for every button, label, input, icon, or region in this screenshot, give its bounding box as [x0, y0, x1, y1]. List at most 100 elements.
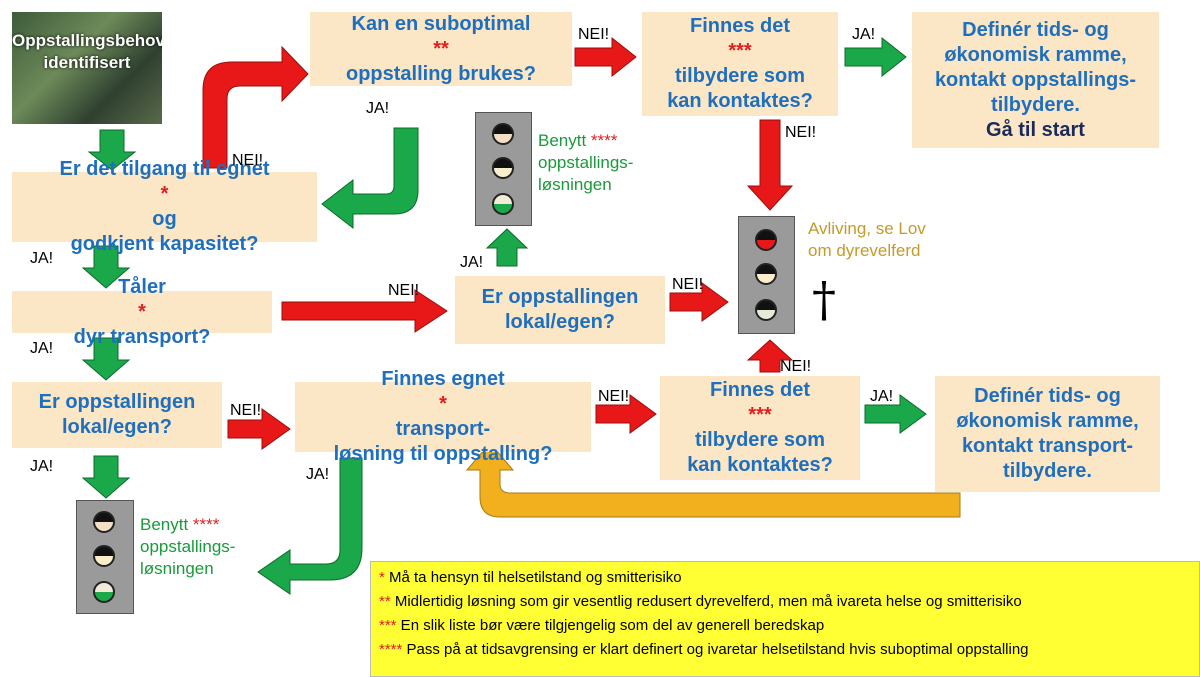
suboptimal-line1: Kan en suboptimal [351, 12, 531, 35]
label-nei-2: NEI! [578, 26, 610, 43]
transport-line1a: Finnes egnet [381, 368, 505, 390]
finnes-top-line2: tilbydere som [674, 65, 806, 87]
box-transport: Finnes egnet* transport- løsning til opp… [295, 368, 591, 465]
legend-row-4: **** Pass på at tidsavgrensing er klart … [379, 638, 1191, 662]
suboptimal-mark: ** [433, 37, 449, 60]
benytt-bot-line1: Benytt [140, 515, 193, 534]
arrow-nei-oppst-to-transport [227, 408, 291, 450]
benytt-top-mark: **** [590, 131, 618, 150]
arrow-ja-transport-to-benytt [257, 457, 363, 595]
arrow-ja-suboptimal-to-tilgang-body [321, 127, 419, 230]
arrow-nei-oppst-to-light [669, 282, 729, 322]
benytt-bot-line2: oppstallings- [140, 537, 236, 556]
legend-row-3: *** En slik liste bør være tilgjengelig … [379, 614, 1191, 638]
box-taler: Tåler* dyr transport? [12, 276, 272, 348]
definer-top-line3: kontakt oppstallings- [934, 68, 1137, 91]
legend-mark-3: *** [379, 617, 397, 634]
arrow-gold-return [465, 442, 961, 518]
traffic-light-center [738, 216, 795, 334]
arrow-nei-suboptimal-to-finnes [574, 36, 637, 78]
label-ja-6: JA! [870, 388, 894, 405]
note-benytt-bottom: Benytt **** oppstallings- løsningen [140, 514, 235, 580]
goto-start-text: Gå til start [986, 118, 1085, 141]
label-ja-1: JA! [366, 100, 390, 117]
arrow-start-down [87, 129, 137, 171]
traffic-light-bottom [76, 500, 134, 614]
finnes-bot-line3: kan kontaktes? [687, 454, 833, 476]
lamp-bottom-3-green [93, 581, 115, 603]
definer-bot-line4: tilbydere. [1003, 460, 1092, 482]
legend-text-3: En slik liste bør være tilgjengelig som … [396, 617, 825, 634]
arrow-ja-finnes-to-definer [844, 36, 907, 78]
lamp-center-1-red [755, 229, 777, 251]
legend-mark-4: **** [379, 641, 403, 658]
tilgang-mark: * [160, 183, 169, 205]
legend-mark-1: * [379, 569, 385, 586]
lamp-top-2 [492, 157, 514, 179]
arrow-nei-finnes-down [746, 119, 794, 211]
label-nei-1: NEI! [232, 152, 264, 169]
box-finnes-tilbydere-bottom: Finnes det *** tilbydere som kan kontakt… [660, 376, 860, 480]
definer-top-line2: økonomisk ramme, [944, 43, 1127, 66]
benytt-top-line3: løsningen [538, 175, 612, 194]
legend-text-1: Må ta hensyn til helsetilstand og smitte… [384, 569, 682, 586]
arrow-ja-oppst-left-down [81, 455, 131, 499]
legend-row-2: ** Midlertidig løsning som gir vesentlig… [379, 590, 1191, 614]
oppst-left-line2: lokal/egen? [61, 416, 173, 438]
arrow-nei-tilgang-to-suboptimal [202, 45, 309, 169]
label-nei-8: NEI! [598, 388, 630, 405]
avliving-line2: om dyrevelferd [808, 241, 921, 260]
lamp-top-3-green [492, 193, 514, 215]
tilgang-line2: godkjent kapasitet? [70, 233, 259, 255]
legend-row-1: * Må ta hensyn til helsetilstand og smit… [379, 566, 1191, 590]
oppst-left-line1: Er oppstallingen [38, 391, 196, 413]
arrow-nei-finnes-bottom-up [746, 339, 794, 373]
finnes-top-line1: Finnes det [689, 15, 790, 37]
tilgang-line1a: Er det tilgang til egnet [59, 158, 270, 180]
definer-bot-line2: økonomisk ramme, [956, 410, 1139, 432]
benytt-top-line2: oppstallings- [538, 153, 634, 172]
suboptimal-line2: oppstalling brukes? [345, 62, 537, 85]
label-ja-7: JA! [30, 458, 54, 475]
label-ja-2: JA! [852, 26, 876, 43]
definer-top-line1: Definér tids- og [962, 18, 1109, 41]
box-finnes-tilbydere-top: Finnes det *** tilbydere som kan kontakt… [642, 12, 838, 116]
note-avliving: Avliving, se Lov om dyrevelferd [808, 218, 926, 262]
finnes-bot-line2: tilbydere som [694, 429, 826, 451]
start-line2: identifisert [43, 53, 131, 72]
traffic-light-top [475, 112, 532, 226]
benytt-bot-line3: løsningen [140, 559, 214, 578]
label-ja-4: JA! [460, 254, 484, 271]
footnote-legend: * Må ta hensyn til helsetilstand og smit… [370, 561, 1200, 677]
box-suboptimal: Kan en suboptimal** oppstalling brukes? [310, 12, 572, 86]
label-nei-4: NEI! [388, 282, 420, 299]
label-nei-7: NEI! [230, 402, 262, 419]
benytt-bot-mark: **** [192, 515, 220, 534]
lamp-bottom-1 [93, 511, 115, 533]
arrow-ja-finnes-bottom-to-definer [864, 394, 927, 434]
cross-icon: † [812, 272, 836, 328]
taler-line1a: Tåler [118, 275, 166, 298]
label-nei-6: NEI! [780, 358, 812, 375]
finnes-top-mark: *** [728, 40, 752, 62]
box-tilgang: Er det tilgang til egnet* og godkjent ka… [12, 158, 317, 255]
legend-mark-2: ** [379, 593, 391, 610]
arrow-nei-taler-to-oppst [281, 289, 448, 333]
definer-bot-line3: kontakt transport- [961, 435, 1134, 457]
box-oppstalling-mid: Er oppstallingen lokal/egen? [455, 276, 665, 344]
definer-bot-line1: Definér tids- og [974, 385, 1121, 407]
oppst-mid-line2: lokal/egen? [504, 311, 616, 333]
arrow-ja-taler-down [81, 337, 131, 381]
lamp-bottom-2 [93, 545, 115, 567]
finnes-bot-mark: *** [748, 404, 772, 426]
transport-line1b: transport- [395, 418, 491, 440]
start-image-box: Oppstallingsbehov identifisert [12, 12, 162, 124]
taler-line1b: dyr transport? [73, 325, 211, 348]
note-benytt-top: Benytt **** oppstallings- løsningen [538, 130, 633, 196]
box-definer-top: Definér tids- og økonomisk ramme, kontak… [912, 12, 1159, 148]
transport-line2: løsning til oppstalling? [333, 443, 553, 465]
legend-text-4: Pass på at tidsavgrensing er klart defin… [402, 641, 1029, 658]
box-oppstalling-left: Er oppstallingen lokal/egen? [12, 382, 222, 448]
arrow-ja-tilgang-down [81, 245, 131, 289]
